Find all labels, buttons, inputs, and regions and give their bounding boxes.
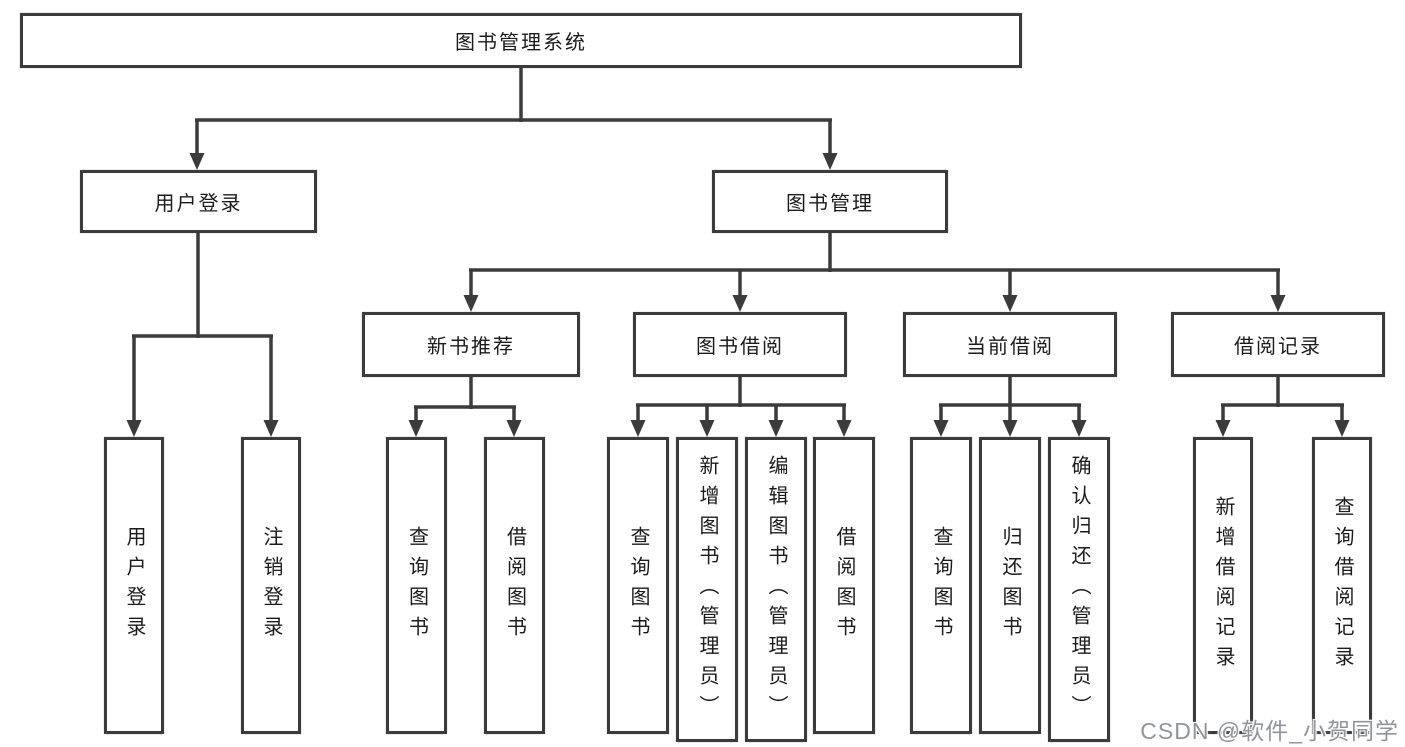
node-current-borrow: 当前借阅 (903, 312, 1117, 377)
node-root: 图书管理系统 (20, 13, 1022, 68)
leaf-logout: 注销登录 (241, 437, 301, 734)
leaf-nbr-borrow-books: 借阅图书 (484, 437, 545, 734)
leaf-user-login: 用户登录 (104, 437, 164, 734)
leaf-cb-return-books: 归还图书 (979, 437, 1041, 734)
node-new-book-recommend: 新书推荐 (362, 312, 580, 377)
leaf-bb-add-books-admin: 新增图书（管理员） (676, 437, 738, 742)
leaf-bb-edit-books-admin: 编辑图书（管理员） (745, 437, 807, 742)
leaf-br-add-record: 新增借阅记录 (1193, 437, 1253, 734)
leaf-bb-borrow-books: 借阅图书 (813, 437, 875, 734)
node-user-login: 用户登录 (80, 170, 317, 233)
watermark: CSDN @软件_小贺同学 (1140, 718, 1399, 744)
leaf-cb-confirm-return-admin: 确认归还（管理员） (1048, 437, 1110, 742)
node-borrow-records: 借阅记录 (1171, 312, 1385, 377)
node-book-borrow: 图书借阅 (633, 312, 847, 377)
leaf-br-query-record: 查询借阅记录 (1312, 437, 1372, 734)
node-book-management: 图书管理 (712, 170, 948, 233)
leaf-bb-query-books: 查询图书 (607, 437, 669, 734)
leaf-cb-query-books: 查询图书 (910, 437, 972, 734)
leaf-nbr-query-books: 查询图书 (386, 437, 447, 734)
